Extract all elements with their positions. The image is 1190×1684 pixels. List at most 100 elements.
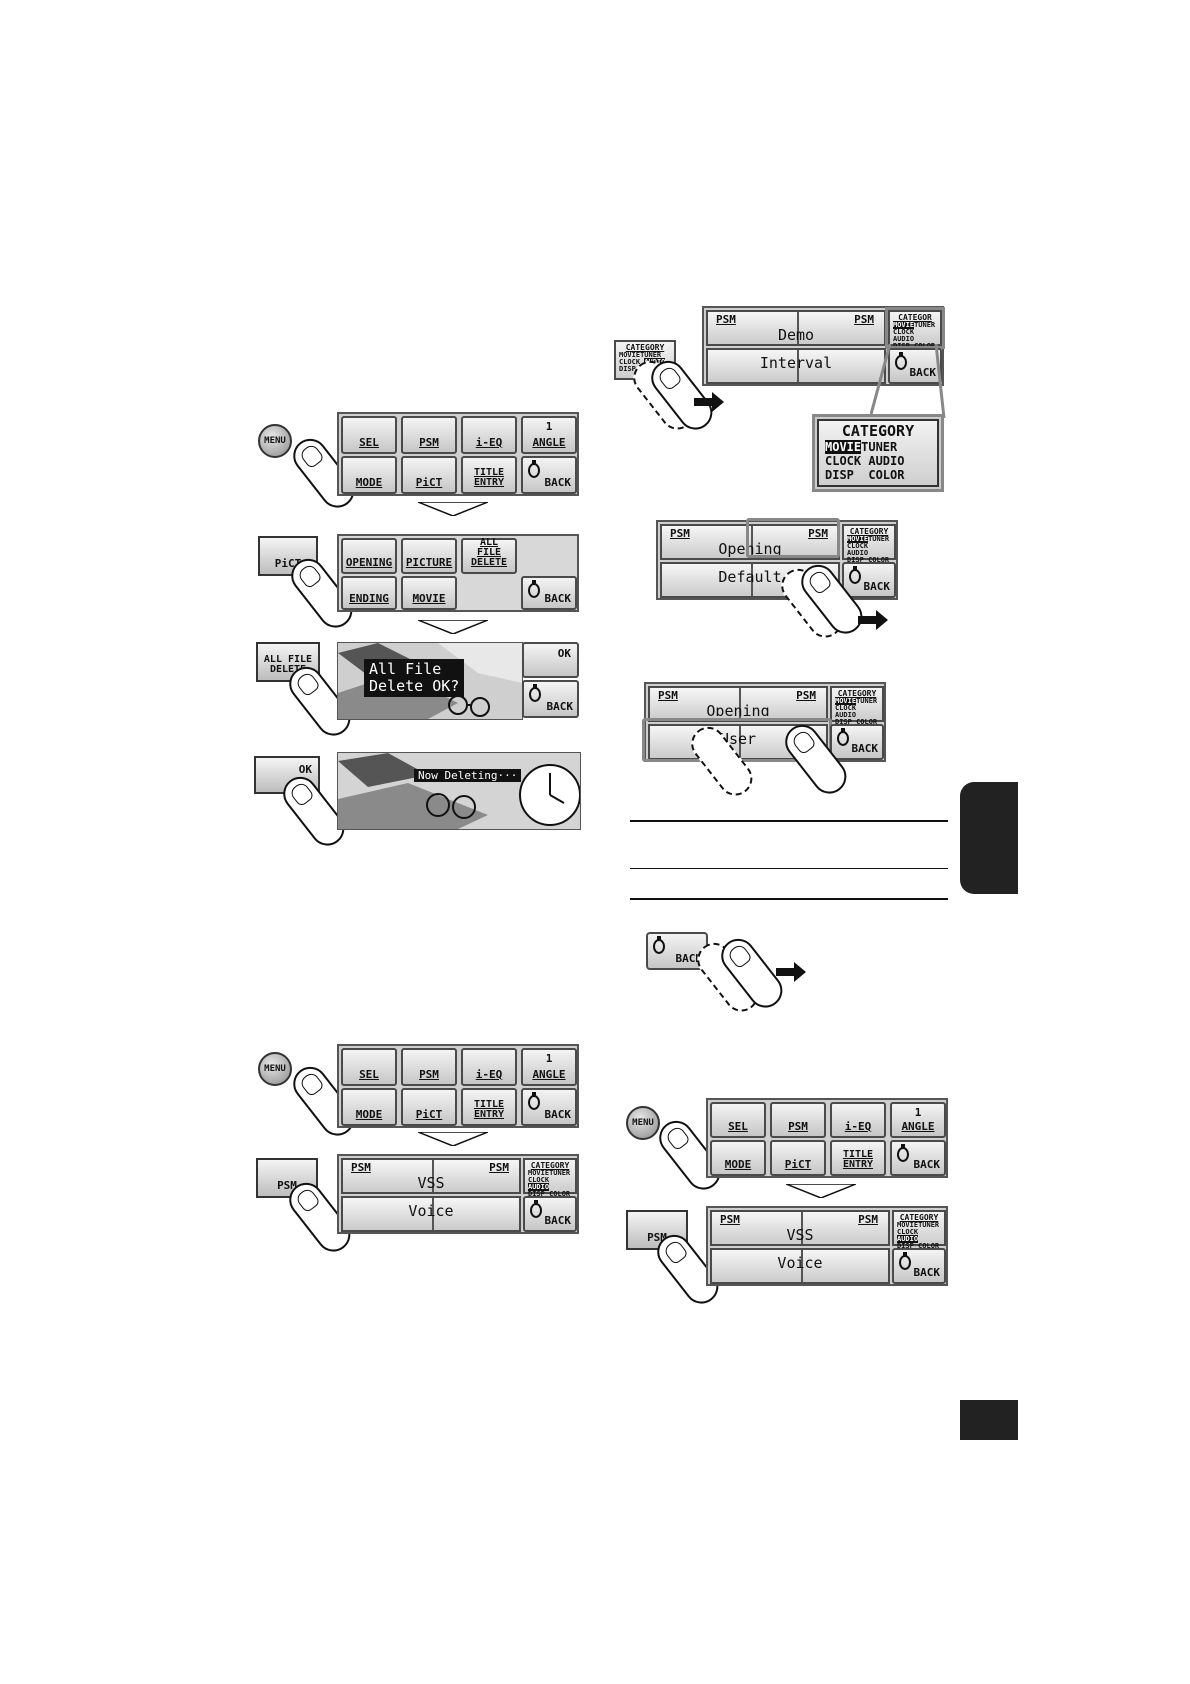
sel-button[interactable]: SEL: [341, 1048, 397, 1086]
psm-top-bar[interactable]: PSM PSM Opening: [660, 524, 840, 560]
sel-button[interactable]: SEL: [710, 1102, 766, 1138]
back-button[interactable]: BACK: [521, 1088, 577, 1126]
psm-item: VSS: [417, 1174, 445, 1192]
psm-value: Voice: [408, 1202, 454, 1220]
psm-value: Default: [718, 568, 782, 586]
category-button[interactable]: CATEGORY MOVIETUNER CLOCK AUDIO DISP COL…: [523, 1158, 577, 1198]
back-button[interactable]: BACK: [892, 1248, 946, 1284]
title-entry-button[interactable]: TITLE ENTRY: [461, 456, 517, 494]
back-knob-icon: [653, 936, 665, 954]
movie-button[interactable]: MOVIE: [401, 576, 457, 610]
psm-top-bar[interactable]: PSM PSM Opening: [648, 686, 828, 722]
title-entry-button[interactable]: TITLE ENTRY: [461, 1088, 517, 1126]
psm-bottom-bar[interactable]: Interval: [706, 348, 886, 384]
ok-button[interactable]: OK: [522, 642, 579, 678]
psm-screen-opening: PSM PSM Opening CATEGORY MOVIETUNER CLOC…: [656, 518, 898, 600]
right-arrow-icon: [858, 610, 888, 630]
psm-top-bar[interactable]: PSM PSM VSS: [341, 1158, 521, 1194]
right-arrow-icon: [776, 962, 806, 982]
psm-right-tag[interactable]: PSM: [808, 527, 828, 540]
psm-screen-demo: PSM PSM Demo CATEGOR MOVIETUNER CLOCK AU…: [702, 306, 945, 386]
menu-key-1[interactable]: MENU: [258, 424, 292, 458]
back-knob-icon: [897, 1144, 909, 1162]
ending-button[interactable]: ENDING: [341, 576, 397, 610]
down-arrow-icon: [786, 1184, 856, 1198]
psm-item: VSS: [786, 1226, 814, 1244]
back-knob-icon: [899, 1252, 911, 1270]
psm-left-tag[interactable]: PSM: [716, 313, 736, 326]
category-title: CATEGORY: [841, 422, 915, 440]
pict-button[interactable]: PiCT: [401, 1088, 457, 1126]
back-button[interactable]: BACK: [521, 576, 577, 610]
psm-left-tag[interactable]: PSM: [670, 527, 690, 540]
menu-key-2[interactable]: MENU: [258, 1052, 292, 1086]
title-entry-button[interactable]: TITLE ENTRY: [830, 1140, 886, 1176]
back-button[interactable]: BACK: [888, 348, 942, 384]
psm-left-tag[interactable]: PSM: [720, 1213, 740, 1226]
delete-confirm-screen: All File Delete OK?: [337, 642, 523, 720]
menu-key-3[interactable]: MENU: [626, 1106, 660, 1140]
zoom-connector-lines: [870, 344, 946, 418]
psm-button[interactable]: PSM: [401, 1048, 457, 1086]
psm-left-tag[interactable]: PSM: [351, 1161, 371, 1174]
psm-screen-user: PSM PSM Opening CATEGORY MOVIETUNER CLOC…: [642, 682, 886, 762]
pict-button[interactable]: PiCT: [770, 1140, 826, 1176]
psm-bottom-bar[interactable]: Voice: [341, 1196, 521, 1232]
psm-item: Opening: [706, 702, 770, 716]
section-tab: [960, 782, 1018, 894]
back-key[interactable]: BACK: [646, 932, 708, 970]
ieq-button[interactable]: i-EQ: [461, 1048, 517, 1086]
deleting-message: Now Deleting···: [414, 769, 522, 782]
back-button[interactable]: BACK: [842, 562, 896, 598]
pict-button[interactable]: PiCT: [401, 456, 457, 494]
psm-left-tag[interactable]: PSM: [658, 689, 678, 702]
back-button[interactable]: BACK: [522, 680, 579, 718]
ieq-button[interactable]: i-EQ: [830, 1102, 886, 1138]
psm-bottom-bar[interactable]: Voice: [710, 1248, 890, 1284]
down-arrow-icon: [418, 620, 488, 634]
psm-item: Opening: [718, 540, 782, 558]
picture-button[interactable]: PICTURE: [401, 538, 457, 574]
category-button[interactable]: CATEGORY MOVIETUNER CLOCK AUDIO DISP COL…: [842, 524, 896, 564]
back-button[interactable]: BACK: [890, 1140, 946, 1176]
psm-top-bar[interactable]: PSM PSM Demo: [706, 310, 886, 346]
category-button[interactable]: CATEGORY MOVIETUNER CLOCK AUDIO DISP COL…: [830, 686, 884, 726]
psm-button[interactable]: PSM: [770, 1102, 826, 1138]
back-button[interactable]: BACK: [830, 724, 884, 760]
back-button[interactable]: BACK: [521, 456, 577, 494]
right-arrow-icon: [694, 392, 724, 412]
rule: [630, 820, 948, 822]
pict-screen: OPENING PICTURE ALL FILE DELETE ENDING M…: [337, 534, 579, 612]
psm-right-tag[interactable]: PSM: [858, 1213, 878, 1226]
back-knob-icon: [895, 352, 907, 370]
mode-button[interactable]: MODE: [341, 1088, 397, 1126]
back-knob-icon: [528, 1092, 540, 1110]
ieq-button[interactable]: i-EQ: [461, 416, 517, 454]
sel-button[interactable]: SEL: [341, 416, 397, 454]
back-knob-icon: [849, 566, 861, 584]
category-button[interactable]: CATEGORY MOVIETUNER CLOCK AUDIO DISP COL…: [892, 1210, 946, 1250]
mode-button[interactable]: MODE: [341, 456, 397, 494]
psm-item: Demo: [777, 326, 815, 344]
highlight-frame: [746, 518, 840, 558]
category-button[interactable]: CATEGOR MOVIETUNER CLOCK AUDIO DISP COLO…: [885, 307, 945, 350]
opening-button[interactable]: OPENING: [341, 538, 397, 574]
psm-button[interactable]: PSM: [401, 416, 457, 454]
back-knob-icon: [837, 728, 849, 746]
psm-right-tag[interactable]: PSM: [489, 1161, 509, 1174]
down-arrow-icon: [418, 502, 488, 516]
back-button[interactable]: BACK: [523, 1196, 577, 1232]
rule: [630, 898, 948, 900]
pict-key[interactable]: PiCT: [258, 536, 318, 576]
psm-right-tag[interactable]: PSM: [796, 689, 816, 702]
mode-button[interactable]: MODE: [710, 1140, 766, 1176]
psm-top-bar[interactable]: PSM PSM VSS: [710, 1210, 890, 1246]
back-knob-icon: [530, 1200, 542, 1218]
psm-right-tag[interactable]: PSM: [854, 313, 874, 326]
all-file-delete-button[interactable]: ALL FILE DELETE: [461, 538, 517, 574]
psm-screen-vss-1: PSM PSM VSS CATEGORY MOVIETUNER CLOCK AU…: [337, 1154, 579, 1234]
